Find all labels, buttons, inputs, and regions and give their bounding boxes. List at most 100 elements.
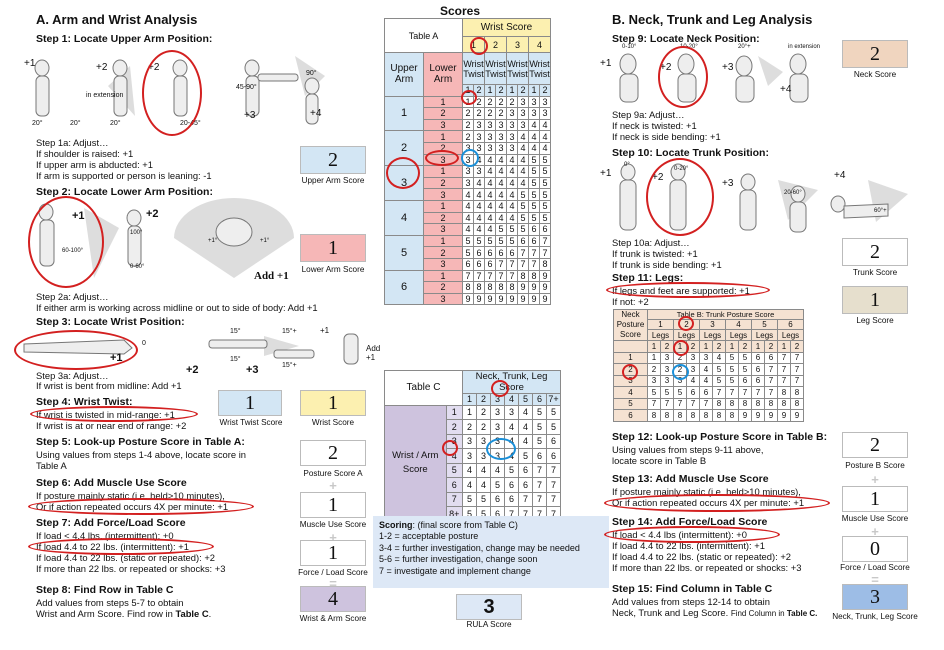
trunk-figures: +1 +2 +3 +4 0° 0-20° 20-60° 60°+	[598, 160, 918, 234]
neck-posture-header: Neck Posture Score	[613, 309, 648, 341]
force-load-score-a: 1	[300, 540, 366, 566]
table-a-cell: 2	[473, 107, 485, 120]
table-a-cell: 5	[528, 188, 540, 201]
table-c-cell: 7	[546, 462, 561, 479]
table-b-cell: 8	[712, 397, 726, 411]
table-b-cell: 7	[764, 363, 778, 376]
step14-l4: If more than 22 lbs. or repeated or shoc…	[612, 562, 802, 573]
table-b-cell: 6	[699, 386, 713, 399]
force-load-score-b-label: Force / Load Score	[840, 563, 910, 572]
table-b-legs-header: Legs	[751, 329, 778, 341]
table-b-cell: 8	[660, 409, 674, 422]
table-a-cell: 4	[506, 165, 518, 178]
wrist-twist-header: Wrist Twist	[484, 52, 507, 85]
neck-plus4: +4	[780, 84, 792, 95]
table-b-cell: 3	[660, 363, 674, 376]
table-a-cell: 4	[484, 188, 496, 201]
upper-arm-row: 6	[384, 269, 424, 306]
neck-plus3: +3	[722, 62, 734, 73]
lower-arm-row: 2	[423, 176, 463, 190]
table-b-cell: 7	[764, 374, 778, 388]
table-c-row: 5	[445, 462, 464, 479]
table-b-leg-col: 2	[660, 340, 674, 353]
table-a-cell: 4	[473, 176, 485, 190]
table-b-leg-col: 1	[673, 340, 687, 353]
table-a-cell: 7	[506, 269, 518, 283]
table-a-cell: 4	[506, 188, 518, 201]
table-a-cell: 9	[539, 269, 551, 283]
lower-arm-row: 1	[423, 165, 463, 178]
table-c-label: Table C	[384, 370, 463, 406]
wr-plus1: +1	[110, 352, 123, 364]
step3a: Step 3a: Adjust…	[36, 370, 109, 381]
step5-l2: Table A	[36, 460, 67, 471]
table-a-cell: 5	[462, 246, 474, 259]
step11-title: Step 11: Legs:	[612, 272, 684, 284]
lower-arm-row: 3	[423, 153, 463, 167]
la-plus1: +1	[72, 210, 85, 222]
table-c-cell: 5	[504, 462, 519, 479]
table-c-cell: 6	[504, 491, 519, 508]
table-a-cell: 3	[528, 95, 540, 109]
table-a-cell: 9	[495, 292, 507, 306]
step4-l1: If wrist is twisted in mid-range: +1	[36, 409, 175, 420]
table-c-col: 1	[462, 393, 477, 406]
table-a-cell: 9	[528, 292, 540, 306]
table-b-cell: 3	[699, 351, 713, 365]
wr-deg4: 15°+	[282, 362, 297, 369]
table-c-cell: 4	[504, 433, 519, 450]
ua-deg2: 20°	[70, 120, 81, 127]
step6-title: Step 6: Add Muscle Use Score	[36, 477, 187, 489]
plus-sign: +	[871, 524, 879, 539]
wrist-twist-col: 2	[539, 84, 551, 97]
table-a-cell: 7	[495, 257, 507, 271]
table-b-cell: 6	[686, 386, 700, 399]
step9-title: Step 9: Locate Neck Position:	[612, 33, 760, 45]
table-c-cell: 5	[546, 419, 561, 435]
table-c-cell: 4	[518, 433, 533, 450]
wrist-score: 1	[300, 390, 366, 416]
step2-title: Step 2: Locate Lower Arm Position:	[36, 186, 213, 198]
section-a-title: A. Arm and Wrist Analysis	[36, 12, 198, 27]
table-a-cell: 6	[484, 257, 496, 271]
table-a-cell: 7	[528, 257, 540, 271]
wrist-twist-col: 2	[473, 84, 485, 97]
lower-arm-figures: +1 +2 60-100° 100° 0-60° +1° +1° Add +1	[24, 198, 324, 288]
table-a-cell: 9	[484, 292, 496, 306]
table-c-cell: 6	[518, 462, 533, 479]
table-b-legs-header: Legs	[673, 329, 700, 341]
table-c-cell: 3	[462, 448, 477, 464]
table-a-cell: 5	[539, 199, 551, 213]
table-b-leg-col: 1	[647, 340, 661, 353]
step7-l1: If load < 4.4 lbs. (intermittent): +0	[36, 530, 174, 541]
lower-arm-row: 3	[423, 292, 463, 306]
wr-plus3: +3	[246, 364, 259, 376]
table-c-cell: 4	[518, 419, 533, 435]
table-a-cell: 8	[495, 281, 507, 294]
table-a-cell: 9	[473, 292, 485, 306]
trunk-deg2: 0-20°	[674, 166, 689, 172]
scoring-legend: Scoring: (final score from Table C) 1-2 …	[373, 516, 609, 588]
table-b-cell: 8	[777, 386, 791, 399]
table-c-cell: 3	[490, 433, 505, 450]
table-b-trunk-col: 3	[699, 319, 726, 330]
table-b-leg-col: 2	[712, 340, 726, 353]
table-c-cell: 5	[462, 491, 477, 508]
table-a-cell: 8	[484, 281, 496, 294]
lower-arm-score: 1	[300, 234, 366, 262]
table-b-leg-col: 1	[777, 340, 791, 353]
table-b-cell: 2	[647, 363, 661, 376]
trunk-score-label: Trunk Score	[852, 268, 898, 277]
step5-title: Step 5: Look-up Posture Score in Table A…	[36, 436, 245, 448]
trunk-deg4: 60°+	[874, 208, 887, 214]
step7-l2: If load 4.4 to 22 lbs. (intermittent): +…	[36, 541, 189, 552]
wrist-twist-header: Wrist Twist	[506, 52, 529, 85]
table-c-col: 6	[532, 393, 547, 406]
table-b-cell: 1	[647, 351, 661, 365]
step15-l2: Neck, Trunk and Leg Score. Find Column i…	[612, 607, 817, 619]
table-c-cell: 2	[462, 419, 477, 435]
table-b-leg-col: 2	[764, 340, 778, 353]
plus-sign: +	[871, 472, 879, 487]
ua-deg4: 20-45°	[180, 120, 201, 127]
posture-b-score: 2	[842, 432, 908, 458]
